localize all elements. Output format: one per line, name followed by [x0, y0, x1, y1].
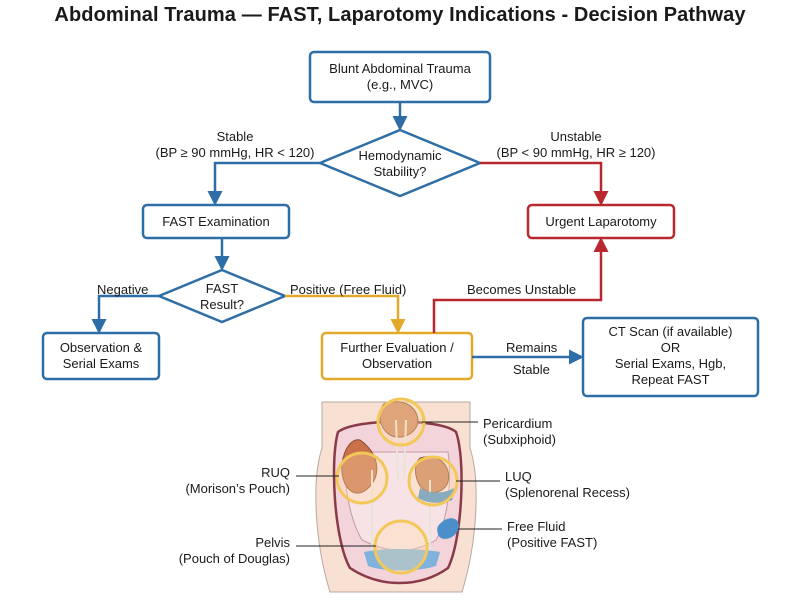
stable-edge-label: Stable (BP ≥ 90 mmHg, HR < 120) [140, 129, 330, 161]
negative-edge-label: Negative [97, 282, 149, 297]
ct-line3: Serial Exams, Hgb, [614, 356, 727, 371]
further-evaluation-node: Further Evaluation / Observation [322, 340, 472, 372]
free-fluid-line2: (Positive FAST) [507, 535, 598, 550]
luq-label: LUQ (Splenorenal Recess) [505, 469, 630, 501]
observation-node: Observation & Serial Exams [43, 340, 159, 372]
luq-window [407, 455, 459, 507]
further-line2: Observation [361, 356, 433, 371]
laparotomy-label: Urgent Laparotomy [545, 214, 657, 229]
fast-result-decision: FAST Result? [172, 281, 272, 313]
arrow-positive-to-further [285, 294, 406, 334]
pelvis-line2: (Pouch of Douglas) [178, 551, 290, 566]
stability-decision: Hemodynamic Stability? [330, 148, 470, 180]
pericardium-line1: Pericardium [483, 416, 553, 431]
stable-line2: (BP ≥ 90 mmHg, HR < 120) [155, 145, 315, 160]
observation-line1: Observation & [59, 340, 143, 355]
luq-fluid-shape [418, 488, 454, 503]
observation-line2: Serial Exams [62, 356, 140, 371]
ruq-line1: RUQ [261, 465, 290, 480]
pelvis-line1: Pelvis [255, 535, 290, 550]
becomes-unstable-edge-label: Becomes Unstable [467, 282, 577, 297]
further-line1: Further Evaluation / [340, 340, 454, 355]
arrow-stable-to-fast [207, 161, 320, 206]
abdomen-illustration [315, 397, 477, 593]
fast-result-line2: Result? [199, 297, 245, 312]
ct-scan-node: CT Scan (if available) OR Serial Exams, … [583, 324, 758, 388]
page-title: Abdominal Trauma — FAST, Laparotomy Indi… [54, 4, 746, 26]
unstable-line2: (BP < 90 mmHg, HR ≥ 120) [496, 145, 656, 160]
unstable-edge-label: Unstable (BP < 90 mmHg, HR ≥ 120) [478, 129, 674, 161]
free-fluid-line1: Free Fluid [507, 519, 566, 534]
pelvis-label: Pelvis (Pouch of Douglas) [155, 535, 290, 567]
ruq-label: RUQ (Morison’s Pouch) [160, 465, 290, 497]
ct-line1: CT Scan (if available) [608, 324, 733, 339]
fast-exam-label: FAST Examination [162, 214, 270, 229]
arrow-unstable-to-laparotomy-2 [432, 237, 609, 333]
positive-edge-label: Positive (Free Fluid) [290, 282, 407, 297]
arrow-negative-to-observation [91, 294, 159, 334]
arrow-unstable-to-laparotomy [480, 161, 609, 206]
ct-line4: Repeat FAST [631, 372, 710, 387]
fast-result-diamond [155, 268, 289, 324]
fast-result-line1: FAST [205, 281, 239, 296]
remains-edge-label: Remains [506, 340, 558, 355]
ruq-window [335, 451, 389, 505]
pericardium-window [376, 397, 426, 447]
free-fluid-label: Free Fluid (Positive FAST) [507, 519, 597, 551]
free-fluid-shape [437, 518, 459, 539]
stable-after-edge-label: Stable [513, 362, 550, 377]
luq-line2: (Splenorenal Recess) [505, 485, 631, 500]
pericardium-label: Pericardium (Subxiphoid) [483, 416, 556, 448]
stability-line1: Hemodynamic [358, 148, 442, 163]
stable-line1: Stable [216, 129, 254, 144]
stability-decision-diamond [316, 128, 484, 198]
unstable-line1: Unstable [550, 129, 602, 144]
stability-line2: Stability? [373, 164, 427, 179]
ct-line2: OR [660, 340, 681, 355]
start-node: Blunt Abdominal Trauma (e.g., MVC) [310, 61, 490, 93]
start-node-line1: Blunt Abdominal Trauma [329, 61, 471, 76]
ruq-line2: (Morison’s Pouch) [185, 481, 290, 496]
luq-line1: LUQ [505, 469, 532, 484]
start-node-line2: (e.g., MVC) [366, 77, 434, 92]
pelvis-window [373, 519, 429, 575]
pericardium-line2: (Subxiphoid) [483, 432, 556, 447]
